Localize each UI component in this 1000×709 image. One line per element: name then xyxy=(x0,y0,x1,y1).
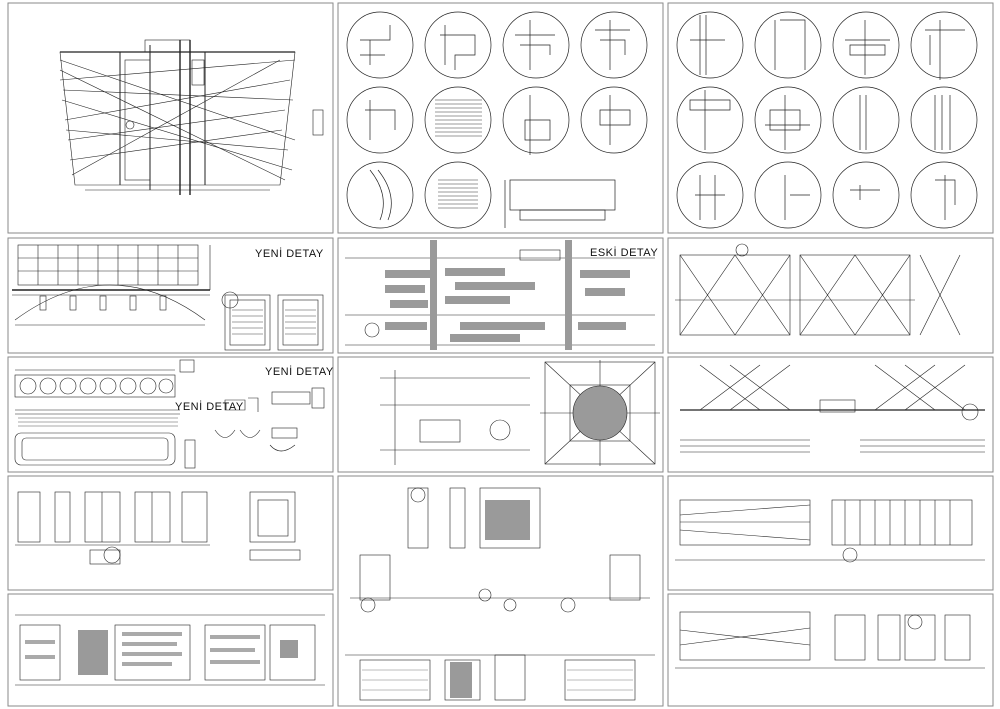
label-yeni-detay-3: YENİ DETAY xyxy=(175,400,244,413)
label-yeni-detay-1: YENİ DETAY xyxy=(255,247,324,260)
panel-yeni-detay-a xyxy=(12,244,324,351)
panel-yeni-detay-b-hatch xyxy=(18,417,178,427)
panel-rail-section-a xyxy=(675,499,985,563)
panel-braced-elevation-b xyxy=(680,364,985,453)
label-yeni-detay-2: YENİ DETAY xyxy=(265,365,334,378)
panel-hatched-bands xyxy=(15,614,325,686)
panel-eski-detay xyxy=(345,240,655,350)
panel-detail-circles-b xyxy=(676,11,978,229)
panel-round-plan xyxy=(380,360,660,466)
label-eski-detay: ESKİ DETAY xyxy=(590,246,658,259)
panel-detail-circles-a xyxy=(346,11,648,229)
panel-braced-elevation-a xyxy=(675,243,961,336)
panel-facade-plan xyxy=(59,39,324,195)
panel-yeni-detay-a-hatch xyxy=(232,309,316,335)
panel-wall-section xyxy=(345,487,655,701)
panel-detail-hatch-a xyxy=(435,99,482,209)
panel-rail-section-b xyxy=(675,611,985,669)
panel-yeni-detay-b xyxy=(14,359,325,469)
panel-frame-elevations xyxy=(15,491,301,565)
panel-frames xyxy=(7,2,994,707)
